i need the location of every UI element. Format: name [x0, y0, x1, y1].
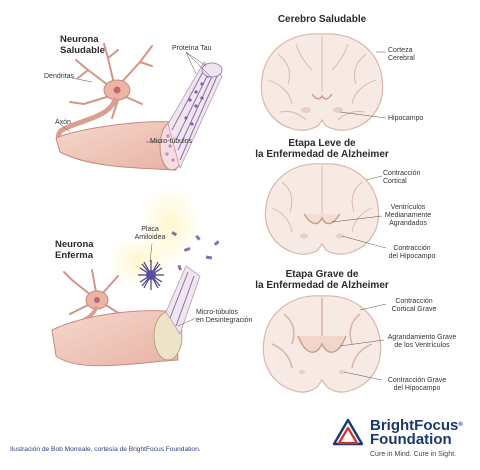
- severe-cortical-line1: Contracción: [395, 298, 433, 305]
- cortex-label: Corteza Cerebral: [388, 47, 415, 63]
- registered-mark: ®: [458, 422, 463, 428]
- severe-hippocampus-shrinkage-label: Contracción Grave del Hipocampo: [380, 377, 454, 393]
- tau-protein-label: Proteína Tau: [172, 45, 212, 52]
- hippocampus-shrinkage-line1: Contracción: [393, 245, 431, 252]
- ventricles-line1: Ventrículos: [390, 204, 426, 211]
- mild-alzheimer-brain-drawing: [264, 163, 387, 255]
- healthy-brain-drawing: [260, 33, 387, 131]
- ventricles-line3: Agrandados: [389, 220, 427, 227]
- severe-stage-title-line2: la Enfermedad de Alzheimer: [255, 280, 389, 291]
- severe-ventricle-enlargement-label: Agrandamiento Grave de los Ventrículos: [382, 334, 462, 350]
- mild-stage-title: Etapa Leve de la Enfermedad de Alzheimer: [246, 138, 398, 160]
- brightfocus-logo-mark: [332, 418, 364, 446]
- severe-stage-title-line1: Etapa Grave de: [285, 269, 359, 280]
- severe-ventricles-line1: Agrandamiento Grave: [387, 334, 457, 341]
- diseased-neuron-title-line2: Enferma: [55, 250, 94, 261]
- disintegrating-microtubules-line1: Micro-túbulos: [196, 309, 239, 316]
- amyloid-plaque-label: Placa Amiloidea: [130, 226, 170, 242]
- diseased-neuron-title: Neurona Enferma: [55, 239, 94, 261]
- moderately-enlarged-ventricles-label: Ventrículos Medianamente Agrandados: [380, 204, 436, 228]
- axon-label: Axón: [55, 119, 71, 126]
- brand-name-line1: BrightFocus®: [370, 418, 463, 433]
- hippocampus-shrinkage-label: Contracción del Hipocampo: [382, 245, 442, 261]
- illustration-credit: Ilustración de Bob Morreale, cortesía de…: [10, 446, 201, 453]
- dendrites-label: Dendritas: [44, 73, 74, 80]
- cortex-label-line2: Cerebral: [388, 55, 415, 62]
- severe-hippocampus-line1: Contracción Grave: [387, 377, 447, 384]
- mild-stage-title-line2: la Enfermedad de Alzheimer: [255, 149, 389, 160]
- disintegrating-microtubules-line2: en Desintegración: [196, 317, 253, 324]
- mild-stage-title-line1: Etapa Leve de: [288, 138, 356, 149]
- brand-name-text: BrightFocus: [370, 417, 459, 434]
- healthy-neuron-drawing: [55, 43, 223, 171]
- severe-cortical-line2: Cortical Grave: [391, 306, 437, 313]
- hippocampus-label: Hipocampo: [388, 115, 424, 122]
- severe-ventricles-line2: de los Ventrículos: [394, 342, 450, 349]
- healthy-brain-title: Cerebro Saludable: [277, 14, 367, 25]
- ventricles-line2: Medianamente: [384, 212, 432, 219]
- diseased-neuron-title-line1: Neurona: [55, 239, 94, 250]
- diseased-neuron-drawing: [51, 184, 220, 367]
- amyloid-plaque-label-line1: Placa: [141, 226, 159, 233]
- severe-cortical-shrinkage-label: Contracción Cortical Grave: [384, 298, 444, 314]
- cortical-shrinkage-label: Contracción Cortical: [383, 170, 420, 186]
- healthy-neuron-title: Neurona Saludable: [60, 34, 105, 56]
- healthy-neuron-title-line1: Neurona: [60, 34, 99, 45]
- severe-hippocampus-line2: del Hipocampo: [393, 385, 441, 392]
- severe-alzheimer-brain-drawing: [262, 295, 387, 393]
- microtubules-label: Micro-túbulos: [150, 138, 193, 145]
- brand-name-line2: Foundation: [370, 431, 452, 448]
- cortex-label-line1: Corteza: [388, 47, 413, 54]
- disintegrating-microtubules-label: Micro-túbulos en Desintegración: [196, 309, 252, 325]
- hippocampus-shrinkage-line2: del Hipocampo: [388, 253, 436, 260]
- cortical-shrinkage-line1: Contracción: [383, 170, 421, 177]
- healthy-neuron-title-line2: Saludable: [60, 45, 105, 56]
- cortical-shrinkage-line2: Cortical: [383, 178, 407, 185]
- amyloid-plaque-label-line2: Amiloidea: [134, 234, 166, 241]
- brand-tagline: Cure in Mind. Cure in Sight.: [370, 451, 456, 458]
- severe-stage-title: Etapa Grave de la Enfermedad de Alzheime…: [246, 269, 398, 291]
